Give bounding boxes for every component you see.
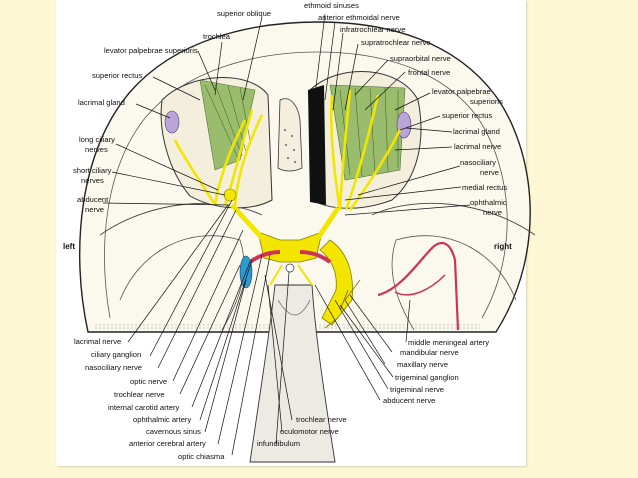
label-ophthalmic-nerve-1: ophthalmic: [470, 198, 507, 207]
right-orbit-nerves: [329, 89, 402, 211]
label-cavernous-sinus: cavernous sinus: [146, 427, 201, 436]
label-infundibulum: infundibulum: [257, 439, 300, 448]
infundibulum: [285, 263, 295, 273]
label-ethmoid-sinuses: ethmoid sinuses: [304, 1, 359, 10]
label-trigeminal-ganglion: trigeminal ganglion: [395, 373, 459, 382]
label-anterior-ethmoidal-nerve: anterior ethmoidal nerve: [318, 13, 400, 22]
label-ophthalmic-artery: ophthalmic artery: [133, 415, 191, 424]
label-medial-rectus: medial rectus: [462, 183, 507, 192]
label-lacrimal-gland-right: lacrimal gland: [453, 127, 500, 136]
label-abducent-left-2: nerve: [85, 205, 104, 214]
label-trochlea: trochlea: [203, 32, 231, 41]
middle-meningeal-artery: [377, 241, 460, 331]
label-supratrochlear-nerve: supratrochlear nerve: [361, 38, 431, 47]
label-abducent-nerve-bottom: abducent nerve: [383, 396, 435, 405]
left-lacrimal-gland: [164, 110, 180, 134]
left-orbit: [160, 77, 273, 209]
label-internal-carotid: internal carotid artery: [108, 403, 180, 412]
left-muscle-fibres: [204, 83, 251, 159]
label-lacrimal-gland-left: lacrimal gland: [78, 98, 125, 107]
label-levator-left: levator palpebrae superioris: [104, 46, 198, 55]
label-lacrimal-nerve-right: lacrimal nerve: [454, 142, 501, 151]
cribriform-dots: [283, 128, 297, 164]
labels: left right superior oblique ethmoid sinu…: [63, 1, 512, 461]
right-ethmoid-dark: [308, 85, 326, 205]
label-levator-right-2: superioris: [470, 97, 503, 106]
label-superior-oblique: superior oblique: [217, 9, 271, 18]
label-trochlear-nerve-left: trochlear nerve: [114, 390, 165, 399]
label-abducent-left-1: abducent: [77, 195, 109, 204]
middle-fossa-right: [391, 235, 517, 331]
label-ciliary-ganglion: ciliary ganglion: [91, 350, 141, 359]
label-superior-rectus-right: superior rectus: [442, 111, 492, 120]
label-optic-nerve: optic nerve: [130, 377, 167, 386]
label-superior-rectus-left: superior rectus: [92, 71, 142, 80]
side-label-left: left: [63, 242, 75, 251]
left-ciliary-ganglion: [223, 188, 237, 202]
label-nasociliary-right-1: nasociliary: [460, 158, 496, 167]
label-trochlear-nerve-center: trochlear nerve: [296, 415, 347, 424]
label-middle-meningeal-artery: middle meningeal artery: [408, 338, 489, 347]
label-oculomotor-nerve: oculomotor nerve: [280, 427, 339, 436]
label-infratrochlear-nerve: infratrochlear nerve: [340, 25, 405, 34]
label-supraorbital-nerve: supraorbital nerve: [390, 54, 451, 63]
label-trigeminal-nerve: trigeminal nerve: [390, 385, 444, 394]
right-orbit: [308, 71, 422, 211]
optic-nerves: [230, 203, 341, 240]
label-nasociliary-nerve-bottom: nasociliary nerve: [85, 363, 142, 372]
label-lacrimal-nerve-bottom: lacrimal nerve: [74, 337, 121, 346]
brainstem: [249, 284, 336, 463]
internal-carotid-right: [299, 250, 332, 264]
label-optic-chiasma: optic chiasma: [178, 452, 225, 461]
left-orbit-nerves: [173, 109, 264, 206]
label-long-ciliary-2: nerves: [85, 145, 108, 154]
label-nasociliary-right-2: nerve: [480, 168, 499, 177]
label-long-ciliary-1: long ciliary: [79, 135, 115, 144]
label-mandibular-nerve: mandibular nerve: [400, 348, 459, 357]
right-trigeminal-complex: [319, 239, 353, 326]
label-levator-right-1: levator palpebrae: [432, 87, 491, 96]
label-anterior-cerebral-artery: anterior cerebral artery: [129, 439, 206, 448]
crista-galli: [277, 98, 303, 172]
label-ophthalmic-nerve-2: nerve: [483, 208, 502, 217]
crista-galli-shape: [277, 98, 303, 172]
label-short-ciliary-2: nerves: [81, 176, 104, 185]
oculomotor-nerves: [269, 264, 313, 286]
label-short-ciliary-1: short ciliary: [73, 166, 112, 175]
inner-cranial-outline: [104, 51, 508, 319]
middle-meningeal-branch: [394, 274, 446, 296]
label-maxillary-nerve: maxillary nerve: [397, 360, 448, 369]
label-frontal-nerve: frontal nerve: [408, 68, 450, 77]
leader-lines: [102, 13, 471, 456]
internal-carotid-left: [248, 250, 281, 264]
middle-fossa-left: [119, 235, 245, 331]
pons: [277, 299, 311, 316]
side-label-right: right: [494, 242, 512, 251]
